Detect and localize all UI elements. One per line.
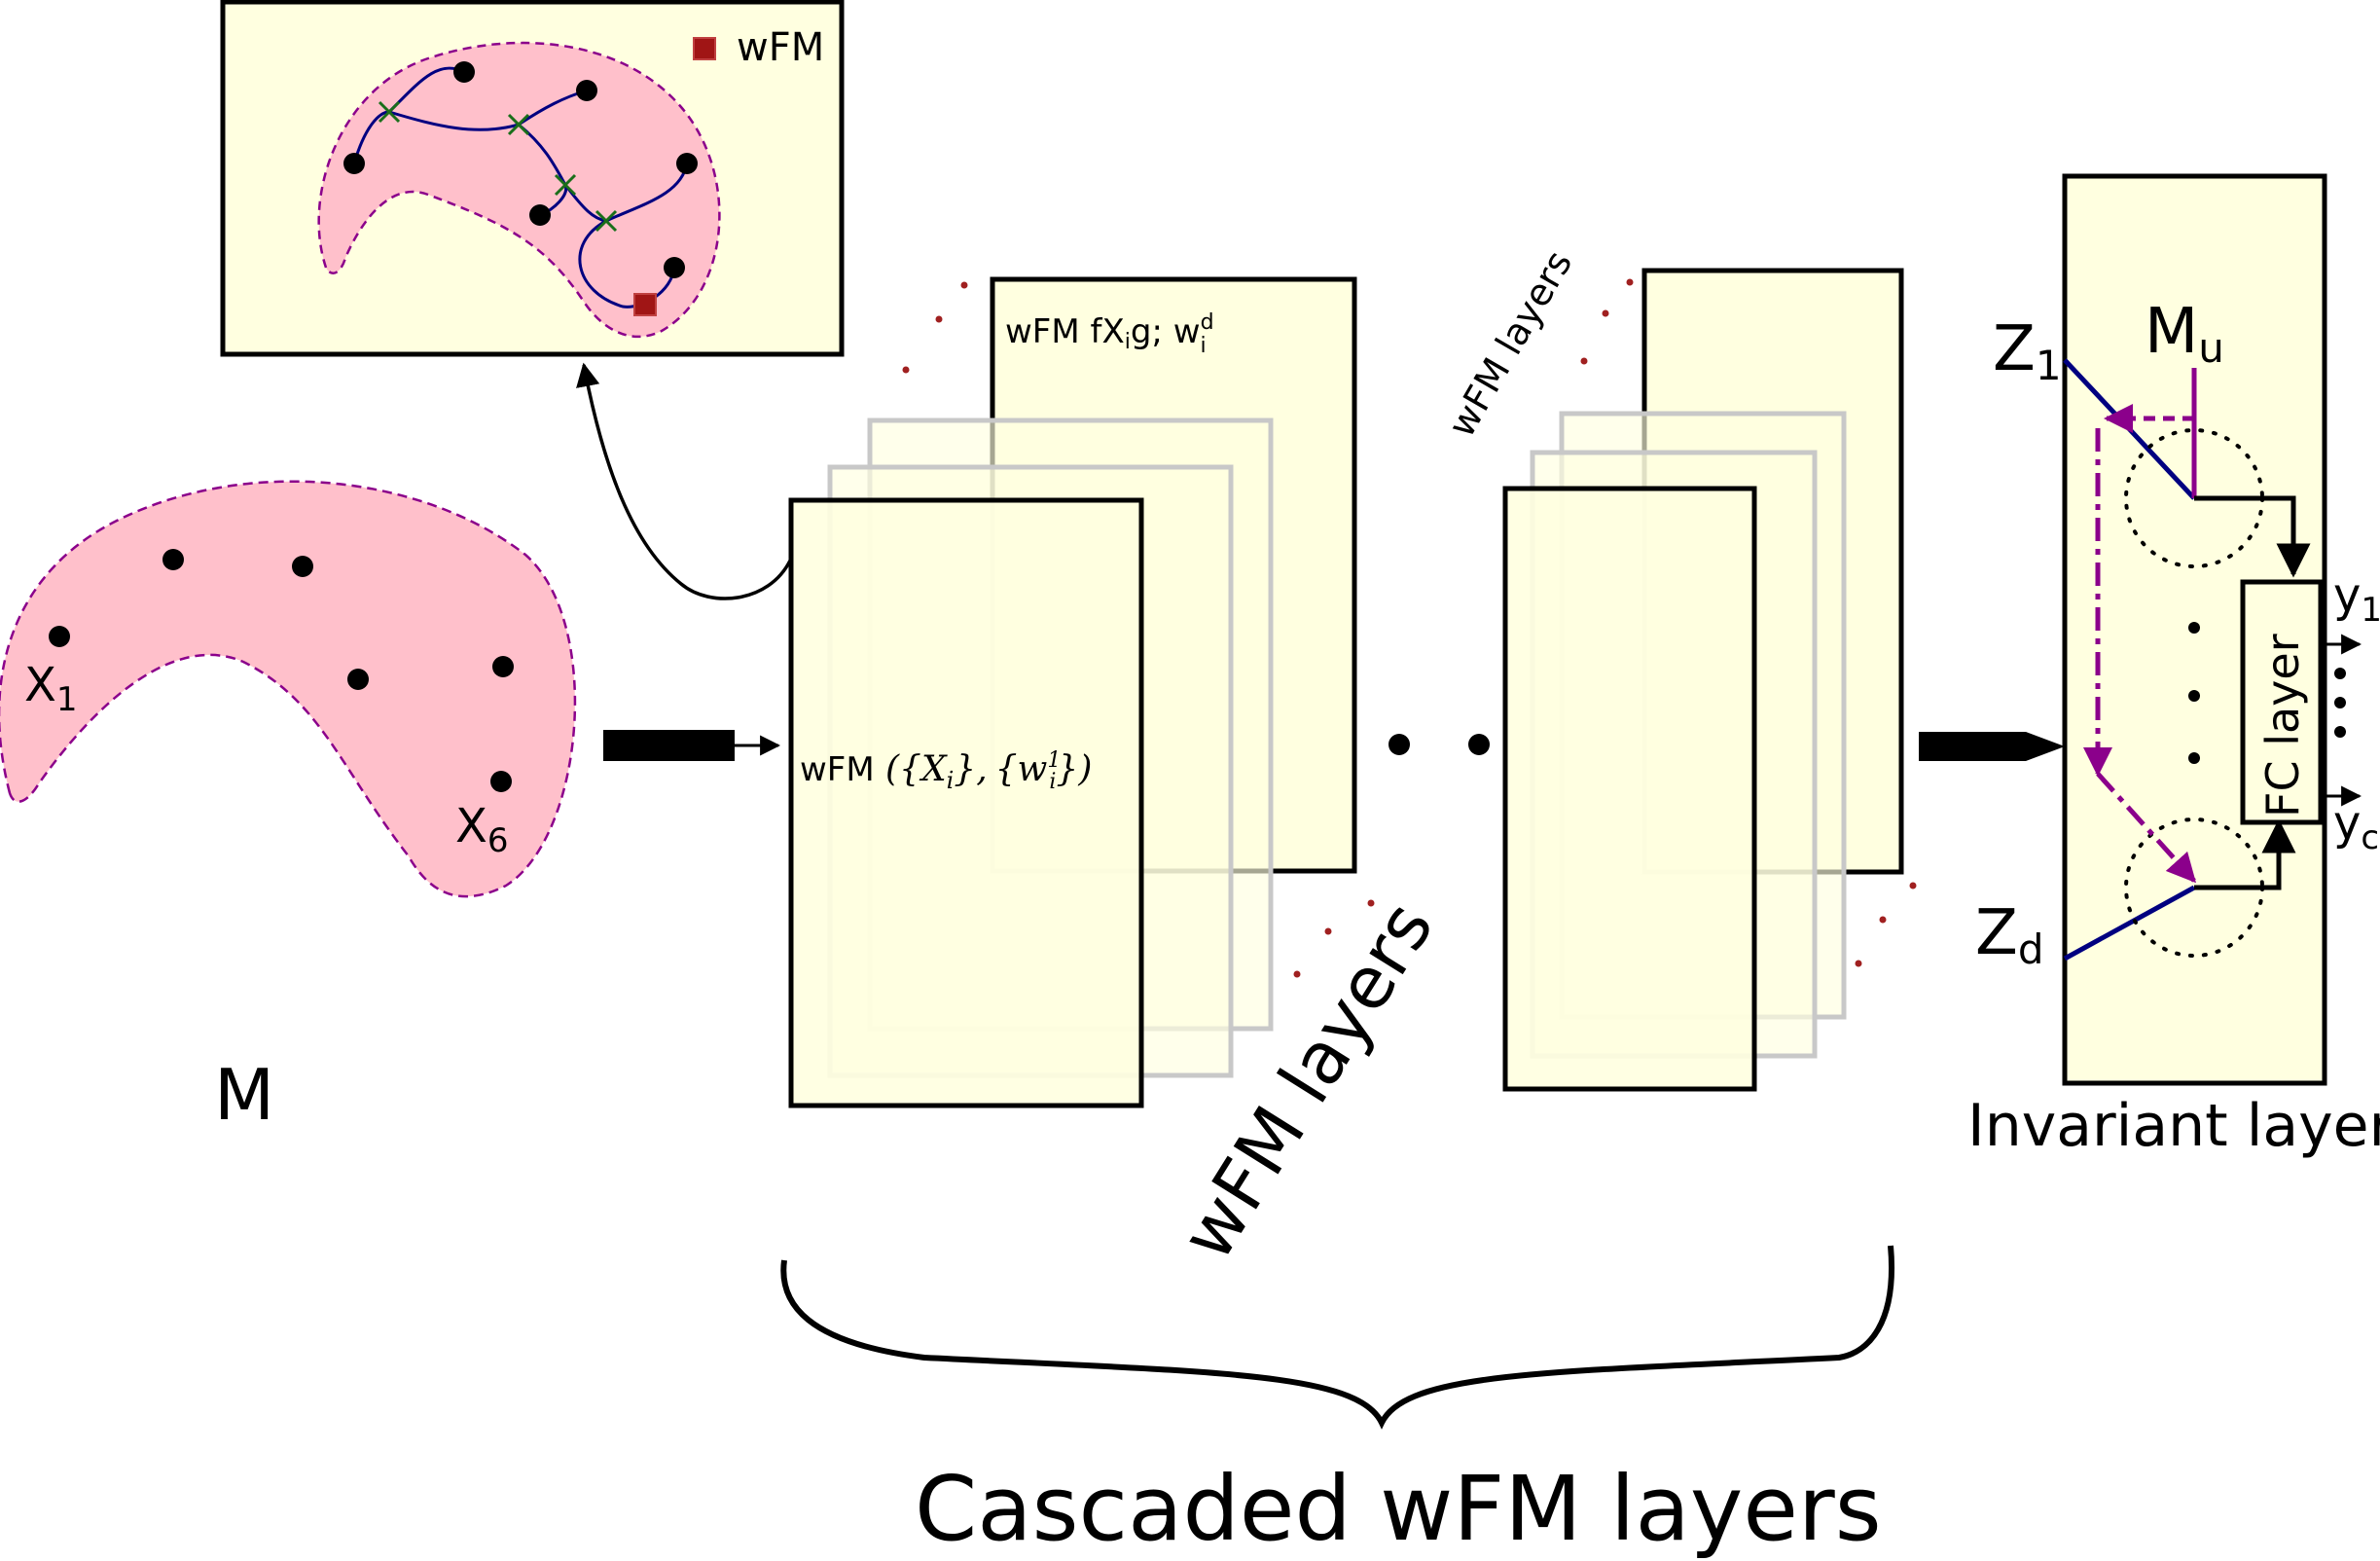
vertical-ellipsis-dot	[2188, 752, 2200, 764]
vertical-ellipsis-dot	[2188, 690, 2200, 702]
manifold-point	[492, 656, 514, 677]
point-x6-label: X6	[455, 799, 509, 860]
cross-marker	[554, 173, 577, 197]
manifold-shape	[0, 480, 577, 898]
manifold-point	[49, 626, 70, 647]
front-layer-panel	[788, 497, 1144, 1108]
stack-dot	[1293, 970, 1301, 978]
manifold-point	[292, 556, 313, 577]
stack-dot	[935, 315, 943, 323]
stack-dot	[1602, 309, 1609, 317]
inset-point	[664, 257, 685, 278]
z1-label: Z1	[1993, 313, 2062, 389]
stack-dot	[1855, 960, 1862, 967]
wfm-layer-stack-2: wFM layers	[1440, 243, 1917, 1092]
point-x1-label: X1	[24, 658, 78, 719]
inset-manifold-shape	[317, 41, 721, 339]
cross-marker	[507, 113, 530, 136]
output-ellipsis-dot	[2334, 697, 2346, 708]
output-y1-label: y1	[2333, 568, 2380, 630]
mu-label: Mu	[2145, 296, 2224, 372]
output-arrow	[1919, 732, 2065, 761]
stack-dot	[902, 366, 910, 374]
manifold-point	[347, 669, 369, 690]
inset-point	[676, 153, 698, 174]
stack-dot	[1626, 278, 1634, 286]
stack-dot	[1324, 927, 1332, 935]
stack-dot	[1909, 882, 1917, 889]
front-layer-formula: wFM	[800, 750, 875, 789]
cascade-brace	[780, 1245, 1894, 1430]
fc-layer-box	[2240, 579, 2324, 825]
input-arrow	[603, 730, 781, 761]
inset-panel: wFM	[220, 0, 845, 357]
legend-wfm-marker	[693, 37, 716, 60]
ellipsis-dot	[1468, 734, 1490, 755]
stack-dot	[1367, 899, 1375, 907]
fc-connector-bottom	[2194, 818, 2296, 890]
ellipsis-dot	[1388, 734, 1410, 755]
zd-label: Zd	[1975, 897, 2044, 973]
manifold-point	[162, 549, 184, 570]
output-yc-label: yc	[2333, 796, 2379, 857]
front-layer-panel	[1502, 486, 1757, 1092]
inset-point	[576, 80, 597, 101]
fc-connector-top	[2194, 495, 2311, 578]
inset-point	[453, 61, 475, 83]
output-ellipsis-dot	[2334, 668, 2346, 679]
invariant-layer: FC layer y1 yc Z1 Zd Mu Invariant layer	[1967, 173, 2380, 1160]
invariant-layer-title: Invariant layer	[1967, 1092, 2380, 1160]
geodesic-curve	[578, 219, 676, 309]
manifold-label: M	[214, 1054, 274, 1136]
cascade-caption: Cascaded wFM layers	[915, 1457, 1882, 1561]
cross-marker	[595, 209, 618, 233]
wfm-result-marker	[633, 293, 657, 316]
legend-wfm-label: wFM	[737, 25, 824, 70]
manifold-point	[490, 771, 512, 792]
cross-marker	[378, 100, 401, 124]
inset-point	[343, 153, 365, 174]
inset-point	[529, 204, 551, 226]
stack-dot	[960, 281, 968, 289]
zd-line	[2063, 885, 2196, 962]
zoom-arrow	[576, 362, 792, 600]
fc-layer-label: FC layer	[2256, 634, 2309, 817]
vertical-ellipsis-dot	[2188, 622, 2200, 634]
stack-dot	[1580, 357, 1588, 365]
stack-dot	[1879, 916, 1887, 924]
geodesic-curve	[388, 110, 520, 131]
output-ellipsis-dot	[2334, 726, 2346, 738]
manifold-group: X1 X6 M	[0, 480, 577, 1136]
